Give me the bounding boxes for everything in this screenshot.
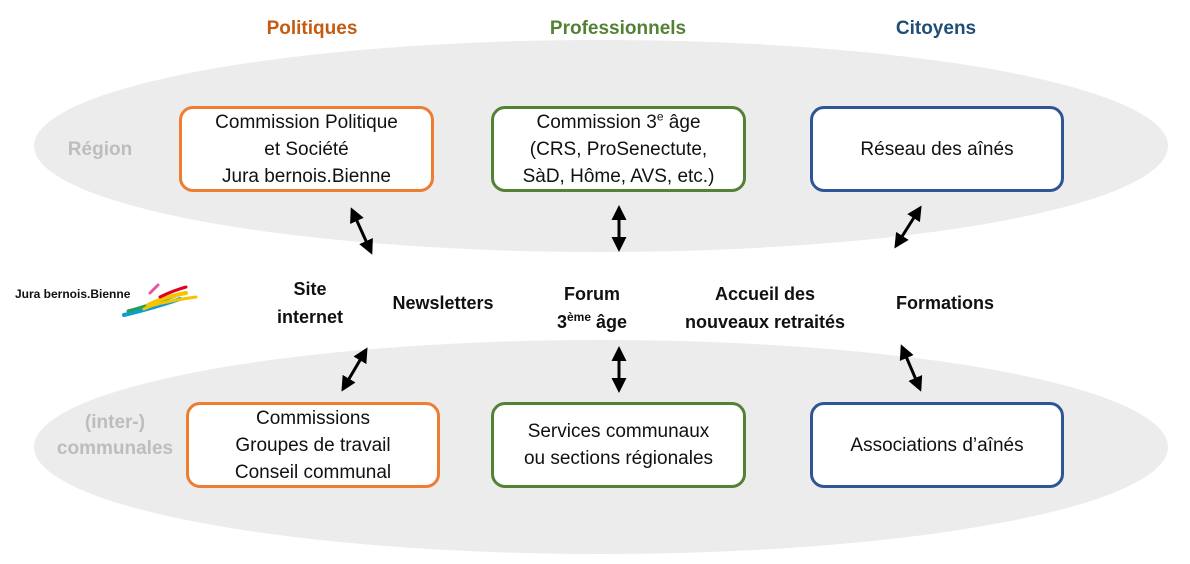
row-label-communales-line-1: (inter-) [84,412,146,433]
column-header-citoyens: Citoyens [895,18,977,39]
channel-line: internet [276,307,343,327]
swoosh-logo-icon [122,283,198,317]
channel-forum: Forum 3ème âge [540,280,644,336]
arrow-icon [341,347,368,392]
arrow-icon [894,205,922,249]
channel-line-end: âge [591,312,628,332]
column-header-professionnels: Professionnels [549,18,687,39]
box-line: Commissions [255,407,371,429]
box-associations-aines: Associations d’aînés [810,402,1064,488]
box-commissions-communales: Commissions Groupes de travail Conseil c… [186,402,440,488]
channel-line-num: 3 [556,312,567,332]
box-line: Conseil communal [234,461,392,483]
channel-line: nouveaux retraités [684,312,846,332]
box-commission-politique: Commission Politique et Société Jura ber… [179,106,434,192]
box-line: Commission Politique [215,111,398,133]
row-label-communales-line-2: communales [56,438,174,459]
box-services-communaux: Services communaux ou sections régionale… [491,402,746,488]
box-line: (CRS, ProSenectute, [529,138,708,160]
box-line: SàD, Hôme, AVS, etc.) [522,165,715,187]
box-line-end: âge [663,111,701,133]
channel-line: Forum [564,284,620,304]
channel-newsletters: Newsletters [392,293,494,313]
arrow-icon [899,344,923,392]
row-label-region: Région [67,139,133,160]
box-line: Groupes de travail [235,434,391,456]
channel-formations: Formations [895,293,994,313]
box-line: Associations d’aînés [850,434,1024,456]
box-line: Réseau des aînés [860,138,1014,160]
channel-line: Site [293,279,327,299]
box-line: ou sections régionales [523,448,714,469]
box-line: Services communaux [527,421,710,442]
box-line: et Société [264,138,349,160]
channel-site-internet: Site internet [260,275,360,331]
row-label-communales: (inter-) communales [40,410,190,462]
channel-line: 3ème âge [540,308,644,336]
logo-text: Jura bernois.Bienne [15,287,131,301]
channel-accueil-nouveaux-retraites: Accueil des nouveaux retraités [668,280,862,336]
box-line-sup: e [656,109,664,124]
channel-line: Accueil des [714,284,816,304]
column-header-politiques: Politiques [266,18,358,39]
box-commission-3e-age: Commission 3e âge (CRS, ProSenectute, Sà… [491,106,746,192]
box-reseau-des-aines: Réseau des aînés [810,106,1064,192]
box-line: Commission 3e âge [536,109,700,136]
box-line: Jura bernois.Bienne [222,165,391,187]
arrow-icon [350,207,373,255]
box-line-main: Commission 3 [536,111,657,133]
channel-line-sup: ème [566,310,591,324]
